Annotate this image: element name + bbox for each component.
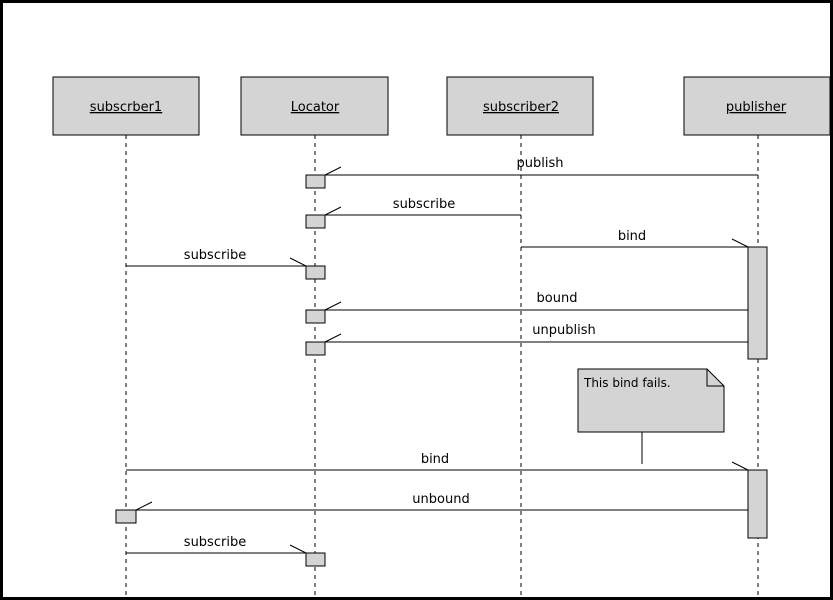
message-label: bind (618, 229, 646, 244)
message-subscribe-subscriber1-2[interactable]: subscribe (126, 535, 307, 554)
activation-locator-unpublish (305, 341, 326, 356)
activation-locator-publish (305, 174, 326, 189)
message-unbound[interactable]: unbound (135, 492, 748, 511)
message-subscribe-subscriber1[interactable]: subscribe (126, 248, 307, 267)
message-label: subscribe (184, 535, 246, 550)
message-publish[interactable]: publish (324, 156, 758, 176)
participant-label: subscrber1 (90, 100, 162, 115)
participant-label: publisher (726, 100, 787, 115)
message-subscribe-subscriber2[interactable]: subscribe (324, 197, 521, 216)
participant-locator[interactable]: Locator (240, 76, 389, 136)
note[interactable]: This bind fails. (577, 368, 725, 433)
message-label: unbound (412, 492, 469, 507)
message-unpublish[interactable]: unpublish (324, 323, 748, 343)
message-label: bind (421, 452, 449, 467)
message-label: bound (537, 291, 578, 306)
participant-publisher[interactable]: publisher (683, 76, 830, 136)
message-bound[interactable]: bound (324, 291, 748, 311)
participant-subscriber1[interactable]: subscrber1 (52, 76, 200, 136)
activation-publisher-1 (747, 246, 768, 360)
note-text: This bind fails. (583, 376, 671, 390)
participant-subscriber2[interactable]: subscriber2 (446, 76, 594, 136)
activation-subscriber1-unbound (115, 509, 137, 524)
message-label: subscribe (393, 197, 455, 212)
message-bind-1[interactable]: bind (521, 229, 749, 248)
participant-label: subscriber2 (483, 100, 559, 115)
activation-publisher-2 (747, 469, 768, 539)
activation-locator-subscribe-3 (305, 552, 326, 567)
message-bind-2[interactable]: bind (126, 452, 749, 471)
activation-locator-subscribe-2 (305, 265, 326, 280)
message-label: unpublish (532, 323, 595, 338)
message-label: subscribe (184, 248, 246, 263)
activation-locator-subscribe (305, 214, 326, 229)
participant-label: Locator (291, 100, 340, 115)
sequence-diagram: subscrber1 Locator subscriber2 publisher (52, 76, 830, 597)
message-label: publish (517, 156, 564, 171)
activation-locator-bound (305, 309, 326, 324)
